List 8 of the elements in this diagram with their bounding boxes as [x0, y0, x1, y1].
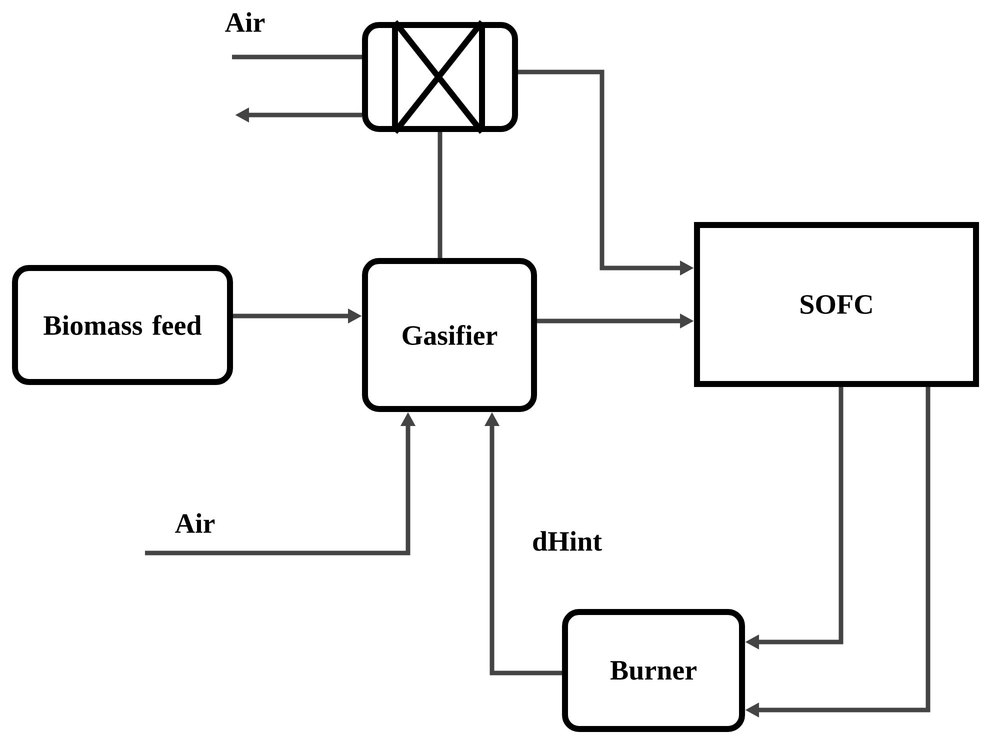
process-box: Gasifier — [362, 258, 537, 412]
edge-label: Air — [224, 11, 266, 33]
process-box: SOFC — [694, 222, 980, 387]
process-box: Burner — [562, 609, 745, 732]
edge-label: Air — [174, 512, 216, 534]
heat-exchanger-symbol — [362, 20, 518, 134]
process-box: Biomass feed — [12, 265, 233, 385]
edge-label: dHint — [531, 530, 604, 552]
